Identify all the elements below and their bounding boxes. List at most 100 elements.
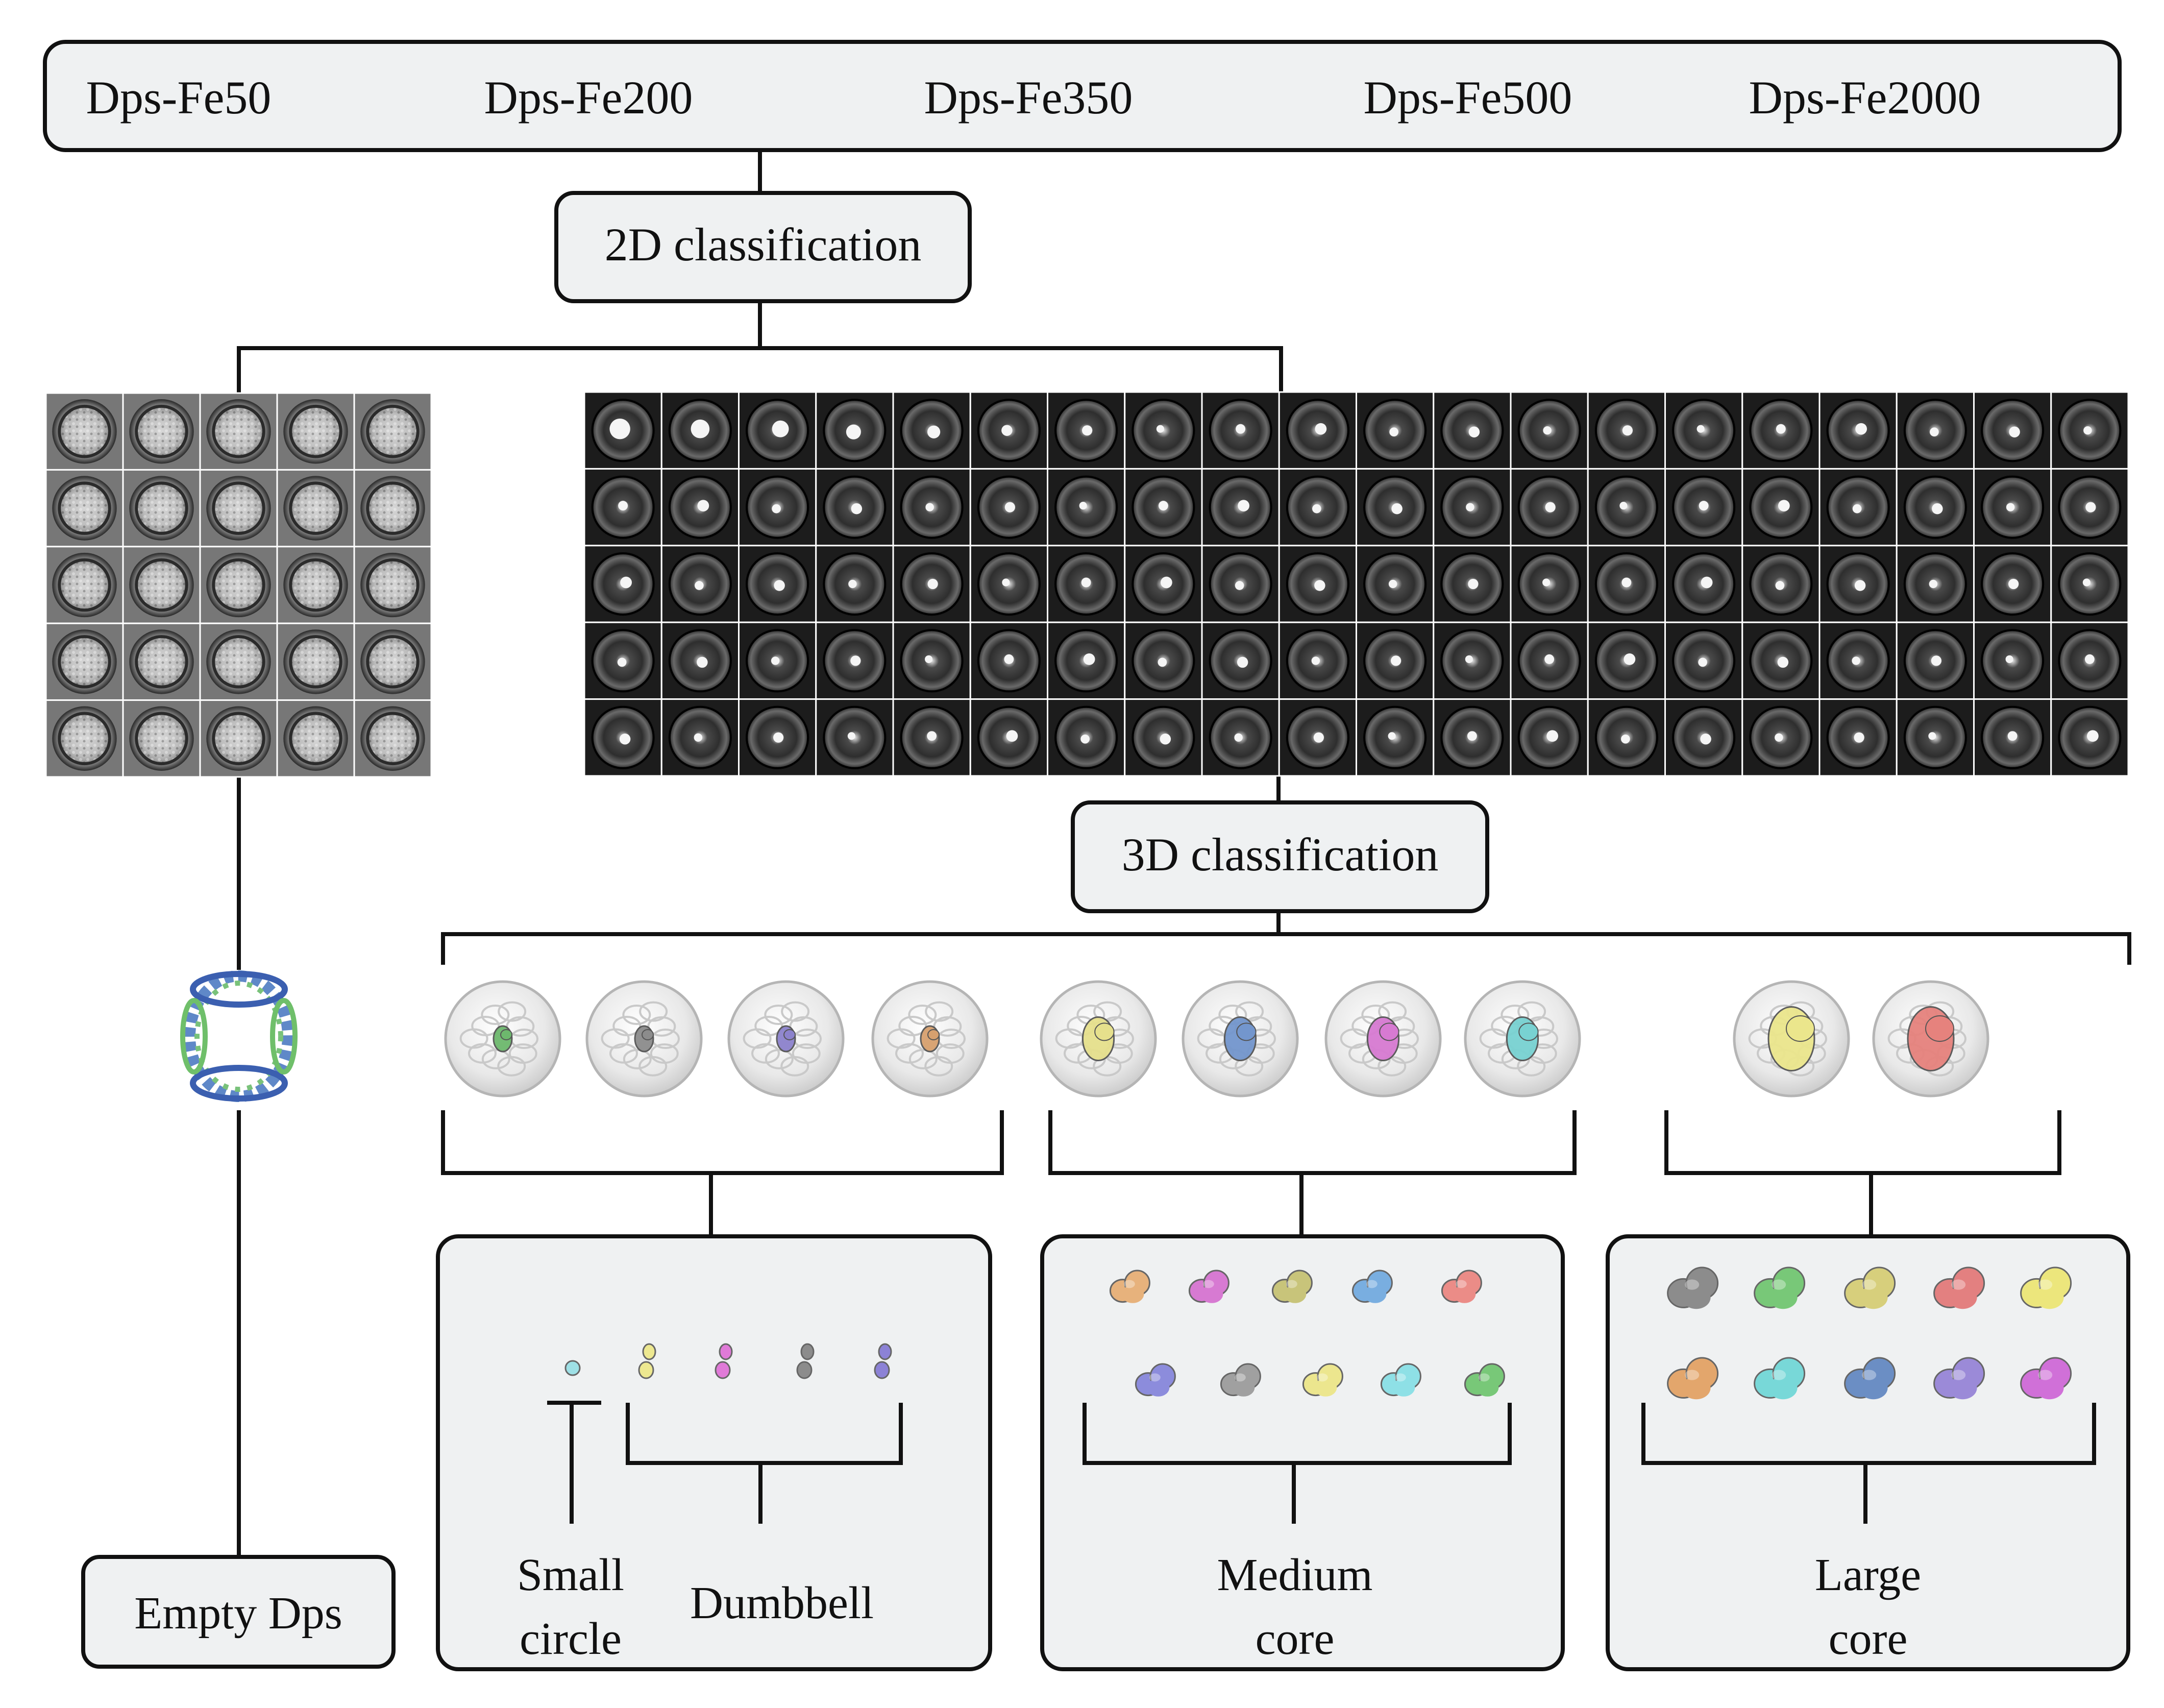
class-average-tile	[1356, 391, 1435, 470]
class-average-tile	[738, 698, 817, 777]
class-average-tile	[1124, 698, 1203, 777]
class-averages-empty	[45, 392, 432, 778]
class-average-tile	[1664, 621, 1743, 700]
class-average-tile	[1124, 545, 1203, 623]
class-average-tile	[122, 469, 201, 548]
density-map	[585, 980, 703, 1097]
core-blob	[1351, 1270, 1393, 1303]
core-blob	[715, 1343, 733, 1379]
class-average-tile	[45, 622, 124, 701]
class-average-tile	[583, 698, 662, 777]
class-average-tile	[276, 622, 355, 701]
class-average-tile	[2050, 621, 2129, 700]
class-average-tile	[660, 545, 740, 623]
density-map	[444, 980, 561, 1097]
class-average-tile	[1510, 468, 1589, 547]
class-average-tile	[199, 699, 278, 778]
class-average-tile	[1510, 545, 1589, 623]
class-average-tile	[583, 391, 662, 470]
class-average-tile	[1587, 391, 1666, 470]
class-average-tile	[1896, 468, 1975, 547]
class-average-tile	[892, 545, 971, 623]
class-average-tile	[353, 546, 432, 624]
density-map	[1040, 980, 1157, 1097]
class-average-tile	[1818, 698, 1898, 777]
outcome-label-medium-core-line1: Medium	[1217, 1550, 1373, 1600]
outcome-box-empty-dps	[81, 1555, 396, 1669]
class-average-tile	[1741, 621, 1821, 700]
density-map	[1872, 980, 1989, 1097]
core-blob	[1441, 1270, 1482, 1303]
class-average-tile	[1973, 621, 2052, 700]
class-average-tile	[1664, 545, 1743, 623]
class-average-tile	[892, 391, 971, 470]
outcome-label-large-core-line1: Large	[1815, 1550, 1921, 1600]
class-average-tile	[1973, 391, 2052, 470]
core-blob	[2020, 1357, 2072, 1400]
class-average-tile	[892, 698, 971, 777]
class-average-tile	[1433, 391, 1512, 470]
class-average-tile	[1278, 545, 1357, 623]
class-average-tile	[1433, 621, 1512, 700]
core-blob	[874, 1343, 892, 1379]
class-average-tile	[2050, 468, 2129, 547]
class-average-tile	[1741, 545, 1821, 623]
core-blob	[2020, 1266, 2072, 1309]
class-average-tile	[1047, 545, 1126, 623]
class-average-tile	[815, 621, 894, 700]
class-average-tile	[1356, 621, 1435, 700]
density-maps-3d	[444, 980, 1989, 1097]
class-average-tile	[1124, 391, 1203, 470]
class-average-tile	[1510, 391, 1589, 470]
class-average-tile	[1356, 468, 1435, 547]
class-average-tile	[1510, 621, 1589, 700]
class-average-tile	[660, 468, 740, 547]
core-blob	[1271, 1270, 1313, 1303]
class-average-tile	[738, 391, 817, 470]
class-average-tile	[1356, 545, 1435, 623]
class-average-tile	[2050, 698, 2129, 777]
class-average-tile	[583, 545, 662, 623]
class-average-tile	[1201, 545, 1280, 623]
outcome-label-dumbbell: Dumbbell	[690, 1578, 874, 1628]
class-average-tile	[1896, 391, 1975, 470]
core-blob	[1754, 1266, 1806, 1309]
class-average-tile	[583, 621, 662, 700]
outcome-panel-small-dumbbell	[436, 1234, 992, 1671]
core-blob	[1464, 1363, 1505, 1397]
class-average-tile	[276, 699, 355, 778]
class-average-tile	[2050, 391, 2129, 470]
class-average-tile	[122, 622, 201, 701]
class-average-tile	[969, 621, 1048, 700]
class-average-tile	[122, 699, 201, 778]
class-average-tile	[353, 699, 432, 778]
density-map	[727, 980, 845, 1097]
class-average-tile	[199, 546, 278, 624]
class-average-tile	[1201, 698, 1280, 777]
core-blob	[1844, 1266, 1896, 1309]
class-average-tile	[353, 392, 432, 471]
class-average-tile	[1047, 698, 1126, 777]
class-average-tile	[815, 468, 894, 547]
dataset-label: Dps-Fe2000	[1749, 71, 1981, 124]
class-average-tile	[1664, 698, 1743, 777]
dataset-label: Dps-Fe50	[86, 71, 272, 124]
class-average-tile	[738, 468, 817, 547]
step-label-3d-classification: 3D classification	[1122, 828, 1439, 881]
class-average-tile	[1587, 468, 1666, 547]
class-average-tile	[2050, 545, 2129, 623]
outcome-label-small-circle-line2: circle	[520, 1614, 622, 1664]
core-blob	[1844, 1357, 1896, 1400]
core-structures	[564, 1266, 2072, 1400]
class-average-tile	[1896, 698, 1975, 777]
step-label-2d-classification: 2D classification	[605, 218, 922, 271]
outcome-label-small-circle-line1: Small	[517, 1550, 624, 1600]
class-average-tile	[353, 469, 432, 548]
density-map	[1733, 980, 1850, 1097]
core-blob	[1109, 1270, 1150, 1303]
class-average-tile	[1201, 391, 1280, 470]
panel-brackets	[547, 1401, 2096, 1524]
class-average-tile	[1278, 468, 1357, 547]
class-average-tile	[1278, 391, 1357, 470]
